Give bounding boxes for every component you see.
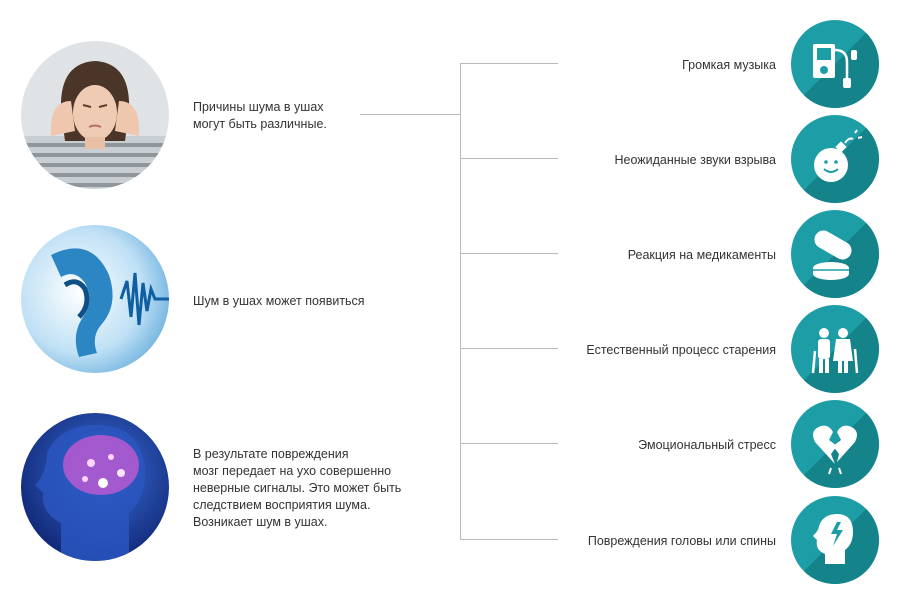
branch-line	[460, 253, 558, 254]
ear-sound-wave-image	[21, 225, 169, 373]
cause-label-medication: Реакция на медикаменты	[627, 248, 776, 262]
branch-line	[460, 539, 558, 540]
cause-label-aging: Естественный процесс старения	[586, 343, 776, 357]
cause-label-stress: Эмоциональный стресс	[638, 438, 776, 452]
branch-line	[460, 158, 558, 159]
connector-line-vertical	[460, 63, 461, 540]
brain-head-image	[21, 413, 169, 561]
branch-line	[460, 348, 558, 349]
music-player-icon	[791, 20, 879, 108]
branch-line	[460, 443, 558, 444]
cause-label-head-injury: Повреждения головы или спины	[587, 534, 776, 548]
onset-text: Шум в ушах может появиться	[193, 294, 365, 308]
head-injury-icon	[791, 496, 879, 584]
elderly-couple-icon	[791, 305, 879, 393]
pills-icon	[791, 210, 879, 298]
cause-label-loud-music: Громкая музыка	[682, 58, 776, 72]
brain-explanation-text: В результате повреждения мозг передает н…	[193, 447, 402, 529]
cause-label-explosion: Неожиданные звуки взрыва	[614, 153, 777, 167]
broken-heart-icon	[791, 400, 879, 488]
branch-line	[460, 63, 558, 64]
woman-covering-ears-photo	[21, 41, 169, 189]
bomb-icon	[791, 115, 879, 203]
connector-line-horizontal	[360, 114, 461, 115]
intro-text: Причины шума в ушах могут быть различные…	[193, 100, 327, 131]
